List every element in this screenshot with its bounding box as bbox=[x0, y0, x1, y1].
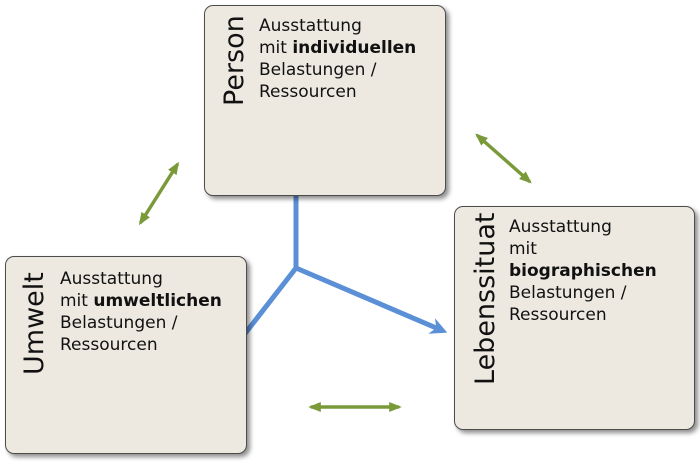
person-line-2: mit individuellen bbox=[259, 37, 416, 59]
umwelt-line-1: Ausstattung bbox=[60, 269, 163, 289]
umwelt-line-4: Ressourcen bbox=[60, 335, 158, 355]
double-arrow-person-lebenssituation bbox=[475, 133, 532, 184]
umwelt-title: Umwelt bbox=[19, 272, 50, 375]
double-arrow-umwelt-person bbox=[138, 161, 180, 226]
lebenssituation-description: Ausstattung mit biographischen Belastung… bbox=[509, 216, 657, 326]
person-description: Ausstattung mit individuellen Belastunge… bbox=[259, 15, 416, 103]
lebenssituation-line-3-bold: biographischen bbox=[509, 261, 657, 281]
umwelt-line-3: Belastungen / bbox=[60, 313, 178, 333]
lebenssituation-line-1: Ausstattung bbox=[509, 217, 612, 237]
arrow-to-lebenssituation bbox=[293, 265, 448, 334]
lebenssituation-line-2: mit bbox=[509, 239, 537, 259]
umwelt-line-2-bold: umweltlichen bbox=[93, 291, 222, 311]
lebenssituation-title: Lebenssituat bbox=[470, 212, 501, 385]
lebenssituation-box: Lebenssituat Ausstattung mit biographisc… bbox=[454, 206, 695, 430]
person-line-1: Ausstattung bbox=[259, 16, 362, 36]
person-line-2-prefix: mit bbox=[259, 38, 293, 58]
umwelt-line-2-prefix: mit bbox=[60, 291, 94, 311]
umwelt-box: Umwelt Ausstattung mit umweltlichen Bela… bbox=[5, 256, 247, 454]
umwelt-line-2: mit umweltlichen bbox=[60, 290, 222, 312]
lebenssituation-line-3: biographischen bbox=[509, 260, 657, 282]
person-line-3: Belastungen / bbox=[259, 60, 377, 80]
person-box: Person Ausstattung mit individuellen Bel… bbox=[204, 5, 446, 196]
lebenssituation-line-5: Ressourcen bbox=[509, 305, 607, 325]
lebenssituation-line-4: Belastungen / bbox=[509, 283, 627, 303]
person-line-4: Ressourcen bbox=[259, 82, 357, 102]
person-title: Person bbox=[219, 15, 250, 106]
person-line-2-bold: individuellen bbox=[292, 38, 417, 58]
umwelt-description: Ausstattung mit umweltlichen Belastungen… bbox=[60, 268, 222, 356]
